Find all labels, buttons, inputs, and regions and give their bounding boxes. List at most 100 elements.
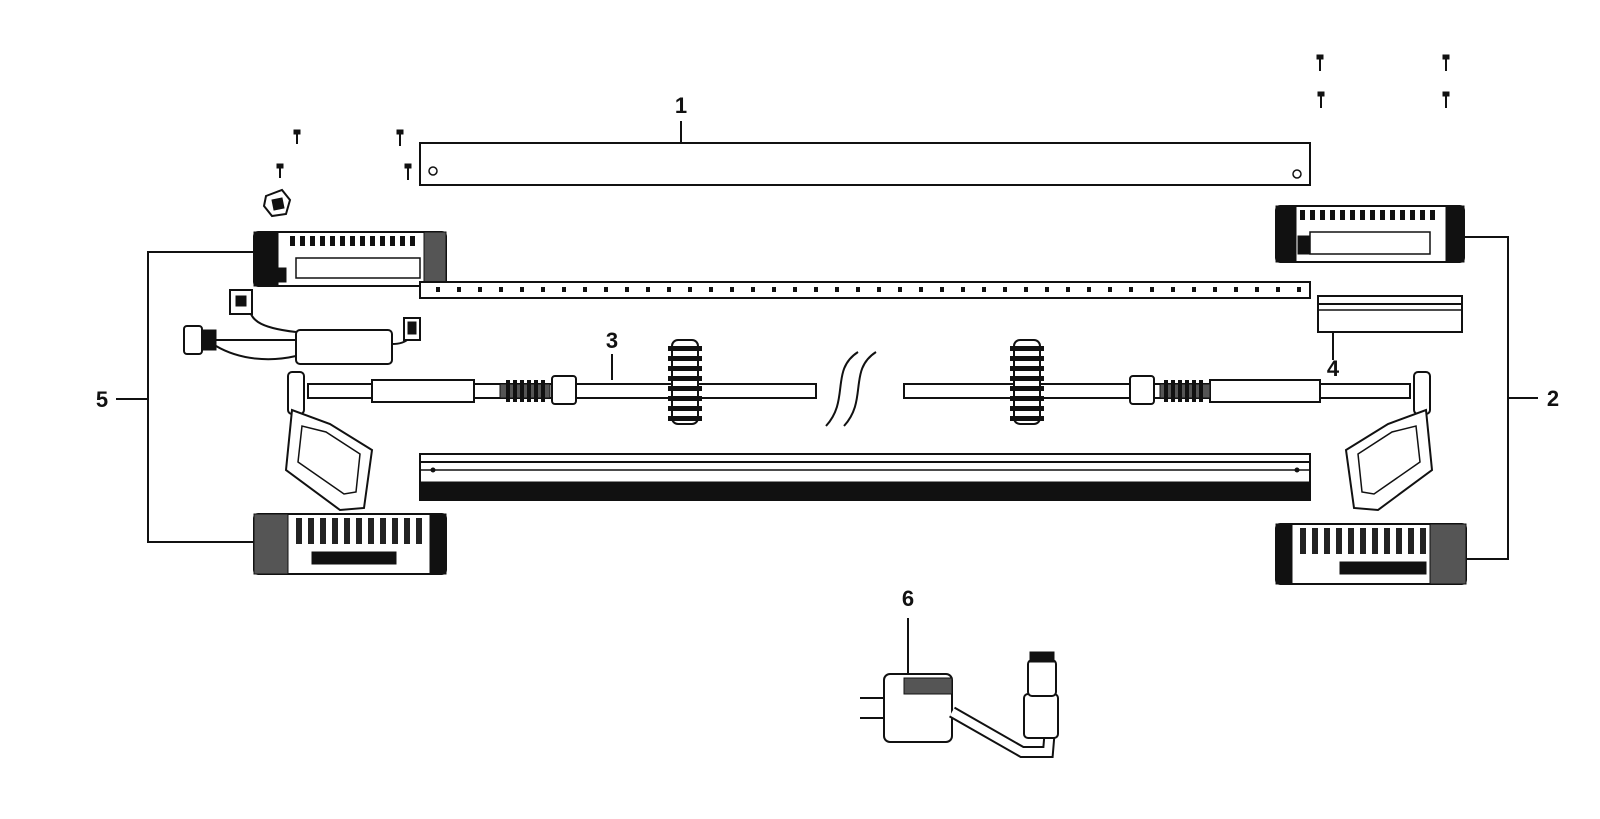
spring-coil [1164,380,1168,402]
cap-ridge [392,518,398,544]
screw-icon [404,163,412,180]
spring-coil [520,380,524,402]
screw-group-right [1316,54,1450,108]
spring-coil [1192,380,1196,402]
cap-ridge [344,518,350,544]
led-chip [1255,287,1259,292]
cap-tooth [290,236,295,246]
cap-ridge [1336,528,1342,554]
cap-tooth [340,236,345,246]
led-chip [436,287,440,292]
spring-coil [534,380,538,402]
wheel-tooth [1010,376,1044,381]
led-chip [877,287,881,292]
led-chip [961,287,965,292]
wheel-tooth [1010,406,1044,411]
cap-tooth [330,236,335,246]
led-chip [1213,287,1217,292]
bracket-5: 5 [96,251,254,543]
cap-tooth [1340,210,1345,220]
cap-ridge [416,518,422,544]
cap-ridge [320,518,326,544]
cap-ridge [1300,528,1306,554]
wheel-tooth [1010,416,1044,421]
cap-tooth [1380,210,1385,220]
wheel-tooth [668,396,702,401]
cap-tooth [1300,210,1305,220]
screw-icon [396,129,404,146]
wheel-tooth [1010,356,1044,361]
cap-ridge [1396,528,1402,554]
led-chip [898,287,902,292]
cap-tooth [1320,210,1325,220]
led-chip [1129,287,1133,292]
wheel-tooth [668,406,702,411]
led-chip [625,287,629,292]
led-chip [1276,287,1280,292]
led-chip [730,287,734,292]
aluminum-profile [419,453,1311,501]
part-4-lens: 4 [1317,295,1463,381]
cap-tooth [1400,210,1405,220]
led-chip [835,287,839,292]
cap-tooth [310,236,315,246]
cap-ridge [1348,528,1354,554]
wheel-tooth [1010,396,1044,401]
cap-tooth [390,236,395,246]
cap-tooth [1390,210,1395,220]
left-handle [284,371,374,512]
driver-module [183,289,421,365]
callout-6: 6 [902,586,914,611]
right-handle [1344,371,1434,512]
led-chip [520,287,524,292]
cap-tooth [1370,210,1375,220]
callout-2: 2 [1547,386,1559,411]
screw-group-left [276,129,412,180]
led-chip [919,287,923,292]
spring-coil [541,380,545,402]
cap-ridge [308,518,314,544]
led-chip [1066,287,1070,292]
led-chip [583,287,587,292]
cap-tooth [360,236,365,246]
led-chip [604,287,608,292]
led-chip [1171,287,1175,292]
screw-icon [276,163,284,178]
cap-tooth [350,236,355,246]
cap-tooth [1350,210,1355,220]
screw-icon [1442,54,1450,71]
led-chip [667,287,671,292]
cap-tooth [1360,210,1365,220]
cap-tooth [1430,210,1435,220]
callout-1: 1 [675,93,687,118]
wheel-tooth [1010,386,1044,391]
wheel-tooth [668,356,702,361]
spring-coil [1171,380,1175,402]
led-chip [1108,287,1112,292]
led-chip [1297,287,1301,292]
spring-coil [1199,380,1203,402]
clip-part [262,188,292,218]
led-chip [1192,287,1196,292]
cap-tooth [1310,210,1315,220]
cap-ridge [296,518,302,544]
spring-coil [513,380,517,402]
led-chip [688,287,692,292]
screw-icon [1442,91,1450,108]
led-chip [982,287,986,292]
spring-coil [1185,380,1189,402]
part-6-power-plug: 6 [860,586,1059,758]
screw-icon [1316,54,1324,71]
led-chip [541,287,545,292]
led-chip [814,287,818,292]
part-3-rod-assembly: 3 [307,328,1411,427]
left-end-cap-bottom [253,513,447,575]
led-chip [1003,287,1007,292]
led-chip [1024,287,1028,292]
cap-tooth [400,236,405,246]
cap-ridge [404,518,410,544]
part-1-cover-strip: 1 [419,93,1311,186]
led-chip [940,287,944,292]
led-chip [1150,287,1154,292]
wheel-tooth [668,346,702,351]
